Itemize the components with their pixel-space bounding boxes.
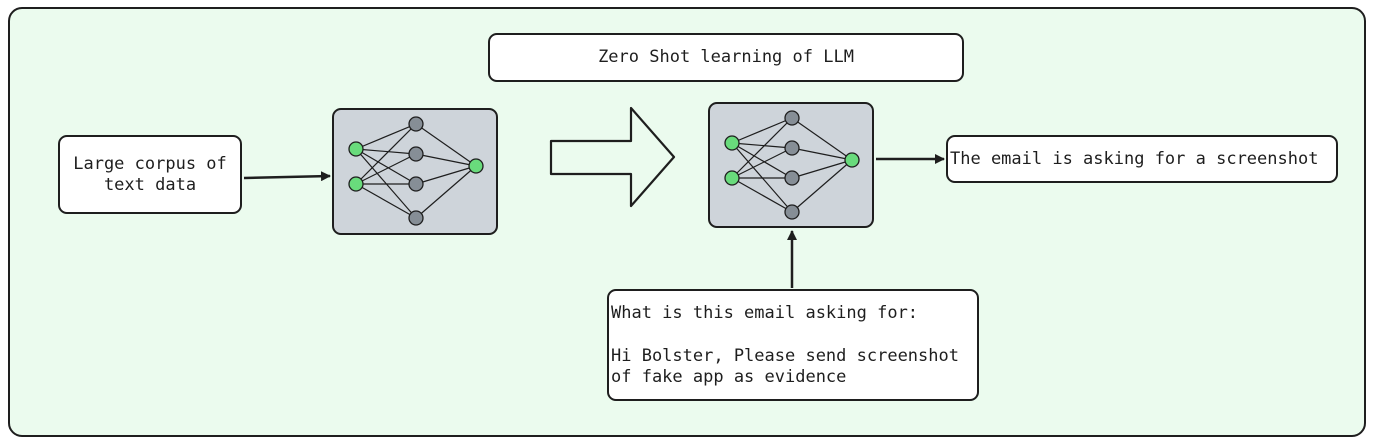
arrow-corpus-to-network <box>243 171 331 182</box>
input-node <box>724 135 740 151</box>
input-node <box>348 141 364 157</box>
hidden-node <box>784 170 800 186</box>
input-corpus-box: Large corpus of text data <box>58 135 242 214</box>
hidden-node <box>408 176 424 192</box>
prompt-question: What is this email asking for: <box>611 303 919 323</box>
network-edge <box>731 147 793 179</box>
network-edge <box>731 142 793 179</box>
prompt-email-line-2: of fake app as evidence <box>611 367 847 387</box>
network-edge <box>791 159 853 179</box>
network-edge <box>791 117 853 161</box>
network-edge <box>355 123 417 185</box>
network-edge <box>415 165 477 185</box>
hidden-node <box>784 140 800 156</box>
input-node <box>348 176 364 192</box>
output-text: The email is asking for a screenshot <box>950 148 1319 169</box>
network-edge <box>731 177 793 213</box>
corpus-line-1: Large corpus of <box>73 153 227 174</box>
hidden-node <box>408 116 424 132</box>
output-node <box>844 152 860 168</box>
output-node <box>468 158 484 174</box>
prompt-box: What is this email asking for: Hi Bolste… <box>607 289 979 401</box>
output-box: The email is asking for a screenshot <box>946 135 1338 183</box>
network-edge <box>731 142 793 149</box>
llm-network <box>708 102 874 228</box>
network-edge <box>731 117 793 144</box>
network-edge <box>355 123 417 150</box>
network-edge <box>791 147 853 161</box>
hidden-node <box>784 110 800 126</box>
corpus-line-2: text data <box>103 174 197 195</box>
network-edge <box>355 148 417 185</box>
neural-network-icon <box>724 110 860 220</box>
hidden-node <box>784 204 800 220</box>
large-arrow-icon <box>549 106 676 208</box>
prompt-email-line-1: Hi Bolster, Please send screenshot <box>611 346 959 366</box>
network-edge <box>791 159 853 213</box>
network-edge <box>415 123 477 167</box>
network-edge <box>355 148 417 155</box>
pretraining-network <box>332 108 498 235</box>
input-node <box>724 170 740 186</box>
network-edge <box>415 153 477 167</box>
hidden-node <box>408 146 424 162</box>
hidden-node <box>408 210 424 226</box>
network-edge <box>415 165 477 219</box>
title-text: Zero Shot learning of LLM <box>598 47 854 67</box>
network-edge <box>731 117 793 179</box>
network-edge <box>355 153 417 185</box>
network-edge <box>355 183 417 219</box>
neural-network-icon <box>348 116 484 226</box>
diagram-title: Zero Shot learning of LLM <box>488 33 964 82</box>
